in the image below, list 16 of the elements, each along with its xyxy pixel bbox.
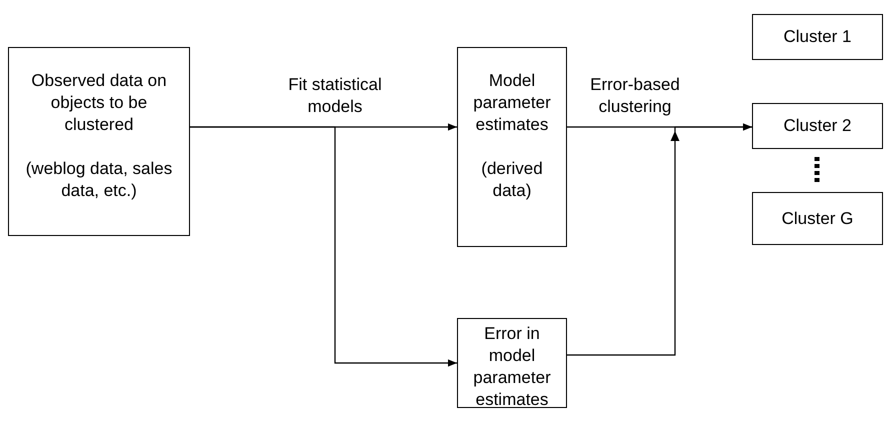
cluster-box (752, 14, 883, 60)
node-note: (derived data) (480, 158, 544, 202)
node-text: Cluster G (782, 208, 854, 230)
node-text: Observed data on objects to be clustered (30, 70, 168, 136)
node-text: Cluster 1 (783, 26, 852, 48)
process-box (8, 47, 190, 236)
arrow (567, 123, 752, 356)
arrow (190, 126, 457, 367)
cluster-box (752, 103, 883, 149)
node-note: (weblog data, sales data, etc.) (24, 158, 174, 202)
process-box (457, 318, 567, 408)
node-text: Cluster 2 (783, 115, 852, 137)
cluster-box (752, 192, 883, 245)
node-text: Model parameter estimates (472, 70, 552, 136)
process-box (457, 47, 567, 247)
node-text: Error in model parameter estimates (472, 323, 552, 411)
